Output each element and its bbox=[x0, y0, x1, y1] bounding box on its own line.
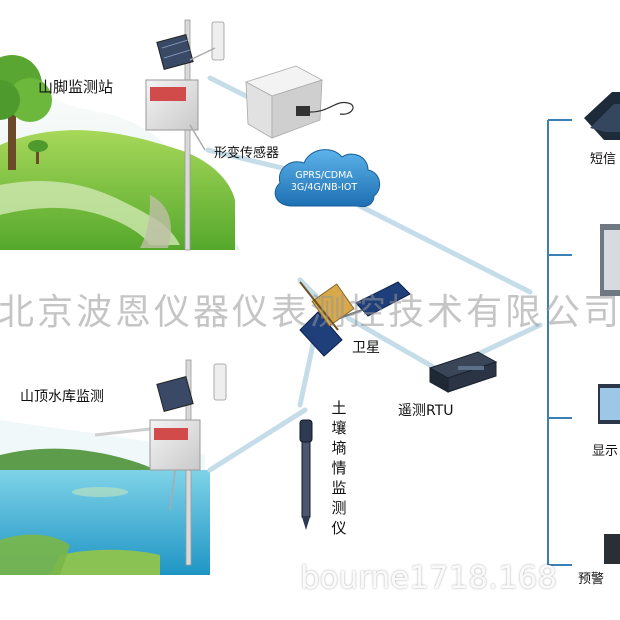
company-watermark: 北京波恩仪器仪表测控技术有限公司 bbox=[0, 292, 620, 333]
rtu-label: 遥测RTU bbox=[398, 403, 454, 419]
reservoir-station-label: 山顶水库监测 bbox=[20, 389, 104, 405]
display-screen-icon bbox=[598, 384, 620, 424]
soil-char: 土 bbox=[331, 399, 347, 417]
hill-landscape bbox=[0, 40, 240, 250]
soil-char: 壤 bbox=[331, 419, 347, 437]
foot-station-icon bbox=[145, 19, 225, 251]
server-icon bbox=[600, 224, 620, 296]
reservoir-station-icon bbox=[94, 359, 227, 566]
cloud-network-icon bbox=[274, 149, 381, 208]
small-tree-icon bbox=[28, 140, 48, 164]
display-label: 显示 bbox=[592, 444, 619, 459]
network-line-2: 3G/4G/NB-IOT bbox=[290, 182, 358, 193]
warning-device-icon bbox=[604, 534, 620, 564]
network-label: GPRS/CDMA 3G/4G/NB-IOT bbox=[276, 170, 372, 194]
sms-device-icon bbox=[584, 92, 620, 140]
soil-char: 情 bbox=[331, 459, 347, 477]
foot-station-label: 山脚监测站 bbox=[38, 78, 114, 96]
soil-char: 监 bbox=[331, 479, 347, 497]
soil-sensor-icon bbox=[299, 419, 313, 530]
soil-char: 测 bbox=[331, 499, 347, 517]
soil-sensor-label: 土 壤 墒 情 监 测 仪 bbox=[328, 398, 350, 538]
site-watermark: bourne1718.168 bbox=[300, 560, 558, 596]
sms-label: 短信 bbox=[590, 152, 617, 167]
satellite-label: 卫星 bbox=[352, 340, 380, 356]
soil-char: 墒 bbox=[331, 439, 347, 457]
output-bracket bbox=[547, 119, 572, 566]
rtu-device-icon bbox=[428, 351, 498, 393]
tree-icon bbox=[0, 55, 52, 170]
network-line-1: GPRS/CDMA bbox=[295, 170, 353, 181]
deformation-sensor-icon bbox=[244, 65, 354, 139]
warning-label: 预警 bbox=[578, 572, 605, 587]
connection-links bbox=[205, 75, 543, 473]
satellite-icon bbox=[299, 281, 411, 357]
deform-sensor-label: 形变传感器 bbox=[214, 146, 280, 161]
soil-char: 仪 bbox=[331, 519, 347, 537]
